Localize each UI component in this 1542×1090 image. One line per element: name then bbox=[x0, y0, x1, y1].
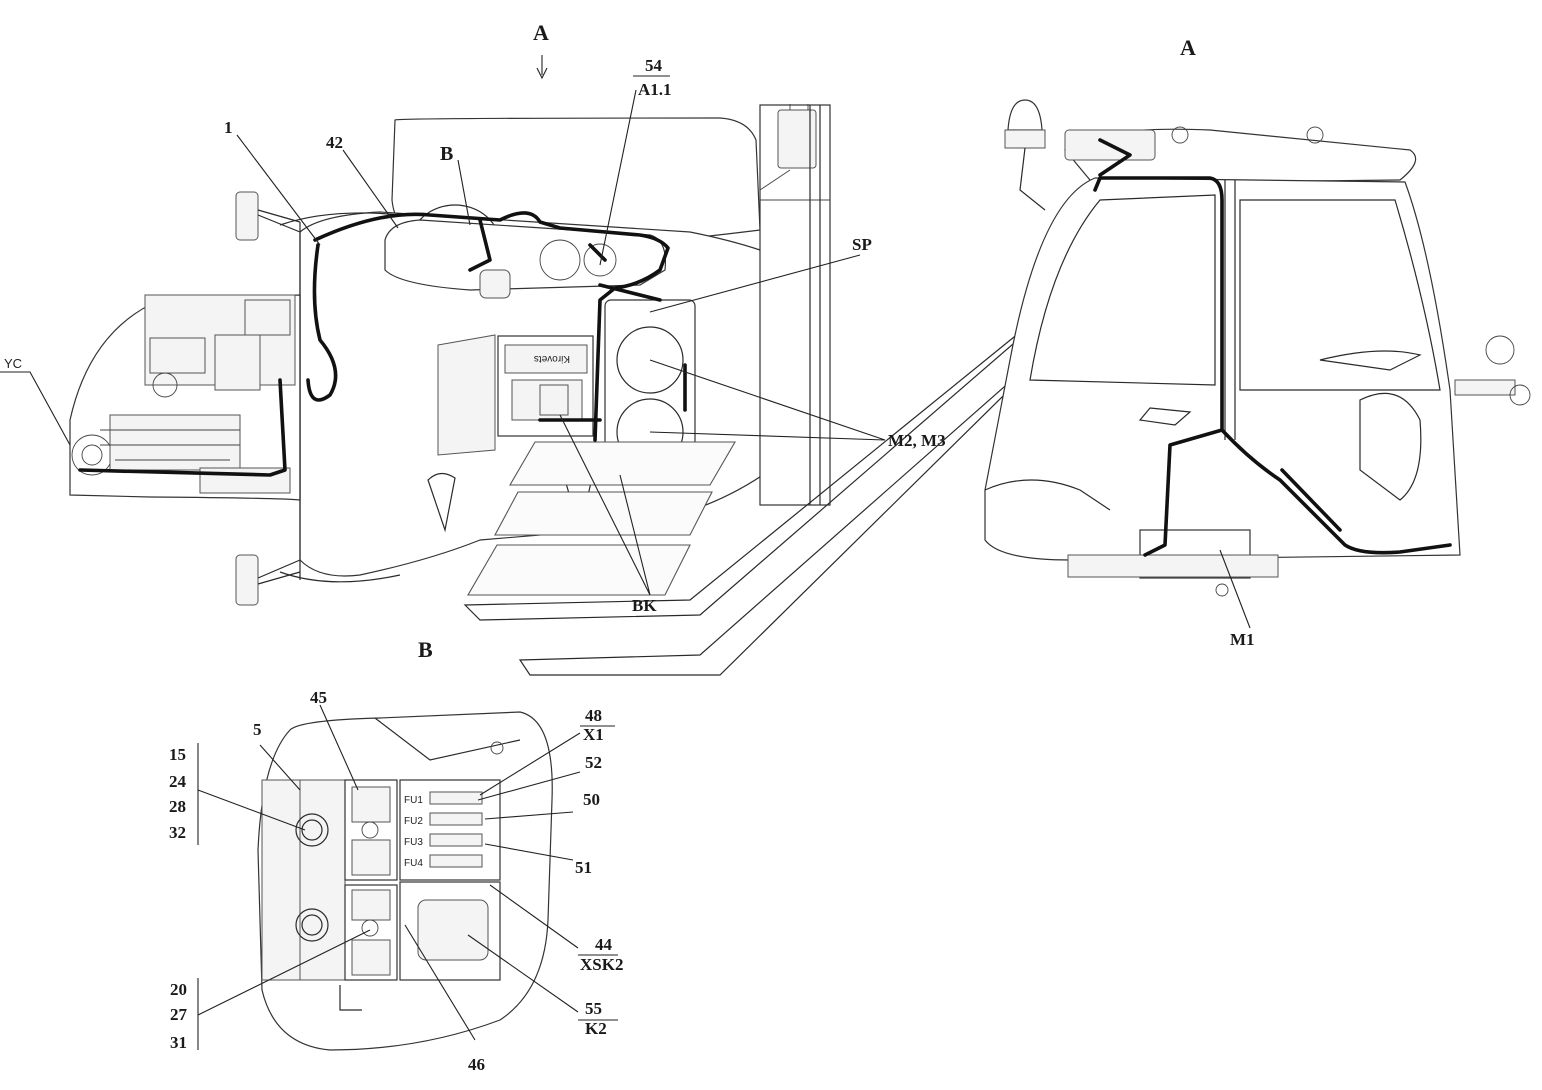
callout-5: 5 bbox=[253, 720, 262, 739]
callout-31: 31 bbox=[170, 1033, 187, 1052]
top-view-harness bbox=[78, 211, 687, 477]
callout-27: 27 bbox=[170, 1005, 188, 1024]
callout-28: 28 bbox=[169, 797, 186, 816]
fuse-fu4-label: FU4 bbox=[404, 858, 423, 869]
tractor-side-view bbox=[984, 99, 1531, 597]
fuse-fu3-label: FU3 bbox=[404, 837, 423, 848]
callout-24: 24 bbox=[169, 772, 187, 791]
callout-a1-1: A1.1 bbox=[638, 80, 672, 99]
fuse-fu1-label: FU1 bbox=[404, 795, 423, 806]
callout-52: 52 bbox=[585, 753, 602, 772]
leader-lines bbox=[0, 55, 1251, 1050]
callout-1: 1 bbox=[224, 118, 233, 137]
side-view-harness bbox=[1093, 138, 1452, 557]
callout-50: 50 bbox=[583, 790, 600, 809]
brand-text: Kirovets bbox=[534, 353, 570, 364]
callout-46: 46 bbox=[468, 1055, 485, 1074]
callout-m1: M1 bbox=[1230, 630, 1255, 649]
view-a-arrow-label: A bbox=[533, 20, 549, 45]
callout-44: 44 bbox=[595, 935, 613, 954]
view-b-detail-title: B bbox=[418, 637, 433, 662]
tractor-top-view: Kirovets bbox=[69, 104, 1116, 676]
detail-b-fuse-box bbox=[257, 711, 553, 1051]
callout-labels: A A B B 1 42 YC 54 A1.1 SP M2, M3 BK M1 … bbox=[4, 20, 1255, 1074]
callout-51: 51 bbox=[575, 858, 592, 877]
callout-xsk2: XSK2 bbox=[580, 955, 623, 974]
callout-15: 15 bbox=[169, 745, 186, 764]
callout-20: 20 bbox=[170, 980, 187, 999]
callout-54: 54 bbox=[645, 56, 663, 75]
fuse-fu2-label: FU2 bbox=[404, 816, 423, 827]
view-b-zone-label: B bbox=[440, 143, 453, 165]
callout-k2: K2 bbox=[585, 1019, 607, 1038]
callout-42: 42 bbox=[326, 133, 343, 152]
callout-bk: BK bbox=[632, 596, 657, 615]
callout-32: 32 bbox=[169, 823, 186, 842]
callout-x1: X1 bbox=[583, 725, 604, 744]
fuse-labels: FU1 FU2 FU3 FU4 bbox=[404, 795, 423, 869]
callout-55: 55 bbox=[585, 999, 602, 1018]
callout-48: 48 bbox=[585, 706, 602, 725]
view-a-side-title: A bbox=[1180, 35, 1196, 60]
callout-m2-m3: M2, M3 bbox=[888, 431, 946, 450]
callout-sp: SP bbox=[852, 235, 872, 254]
callout-yc: YC bbox=[4, 356, 22, 371]
callout-45: 45 bbox=[310, 688, 327, 707]
